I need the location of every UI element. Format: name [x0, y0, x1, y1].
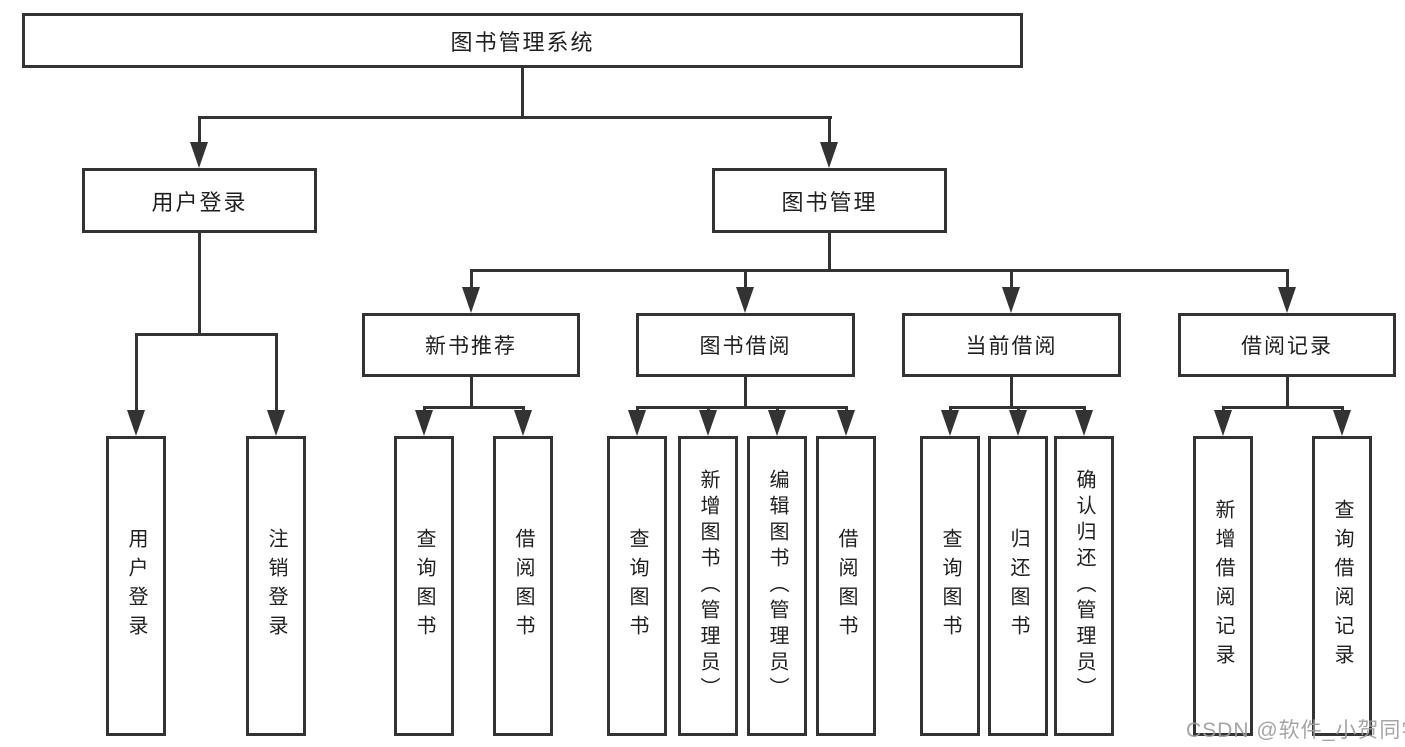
node-user-login: 用户登录	[82, 168, 317, 233]
connector-line	[744, 377, 747, 408]
arrowhead-down	[820, 142, 838, 168]
leaf-borrow-books-borrowing: 借阅图书	[816, 436, 876, 736]
connector-line	[198, 233, 201, 335]
leaf-query-books-recommend: 查询图书	[394, 436, 454, 736]
arrowhead-down	[837, 410, 855, 436]
arrowhead-down	[699, 410, 717, 436]
leaf-return-book: 归还图书	[988, 436, 1048, 736]
connector-line	[1010, 269, 1013, 289]
leaf-query-borrow-record: 查询借阅记录	[1312, 436, 1372, 736]
connector-line	[1286, 377, 1289, 408]
leaf-query-books-current: 查询图书	[920, 436, 980, 736]
arrowhead-down	[628, 410, 646, 436]
node-library-system: 图书管理系统	[22, 13, 1023, 68]
leaf-user-login: 用户登录	[106, 436, 166, 736]
arrowhead-down	[768, 410, 786, 436]
connector-line	[198, 116, 201, 144]
arrowhead-down	[267, 410, 285, 436]
connector-line	[198, 116, 832, 119]
arrowhead-down	[415, 410, 433, 436]
connector-line	[135, 333, 278, 336]
csdn-watermark: CSDN @软件_小贺同学	[1186, 719, 1405, 742]
connector-line	[1010, 377, 1013, 408]
connector-line	[521, 68, 524, 118]
arrowhead-down	[462, 287, 480, 313]
arrowhead-down	[190, 142, 208, 168]
connector-line	[828, 233, 831, 271]
arrowhead-down	[1278, 287, 1296, 313]
connector-line	[275, 333, 278, 412]
arrowhead-down	[1002, 287, 1020, 313]
connector-line	[636, 406, 848, 409]
leaf-add-book-admin: 新增图书（管理员）	[678, 436, 738, 736]
connector-line	[1222, 406, 1344, 409]
connector-line	[1286, 269, 1289, 289]
leaf-query-books-borrowing: 查询图书	[607, 436, 667, 736]
node-new-book-recommendation: 新书推荐	[362, 313, 580, 377]
connector-line	[470, 269, 473, 289]
connector-line	[470, 269, 1289, 272]
arrowhead-down	[514, 410, 532, 436]
leaf-add-borrow-record: 新增借阅记录	[1193, 436, 1253, 736]
arrowhead-down	[1333, 410, 1351, 436]
node-borrowing-records: 借阅记录	[1178, 313, 1396, 377]
leaf-edit-book-admin: 编辑图书（管理员）	[747, 436, 807, 736]
leaf-borrow-books-recommend: 借阅图书	[493, 436, 553, 736]
connector-line	[744, 269, 747, 289]
connector-line	[828, 116, 831, 144]
connector-line	[135, 333, 138, 412]
leaf-logout: 注销登录	[246, 436, 306, 736]
connector-line	[470, 377, 473, 408]
node-current-borrowing: 当前借阅	[902, 313, 1121, 377]
arrowhead-down	[1214, 410, 1232, 436]
leaf-confirm-return-admin: 确认归还（管理员）	[1054, 436, 1114, 736]
arrowhead-down	[127, 410, 145, 436]
arrowhead-down	[736, 287, 754, 313]
arrowhead-down	[941, 410, 959, 436]
arrowhead-down	[1075, 410, 1093, 436]
arrowhead-down	[1009, 410, 1027, 436]
connector-line	[423, 406, 525, 409]
node-book-management: 图书管理	[712, 168, 947, 233]
node-book-borrowing: 图书借阅	[636, 313, 855, 377]
